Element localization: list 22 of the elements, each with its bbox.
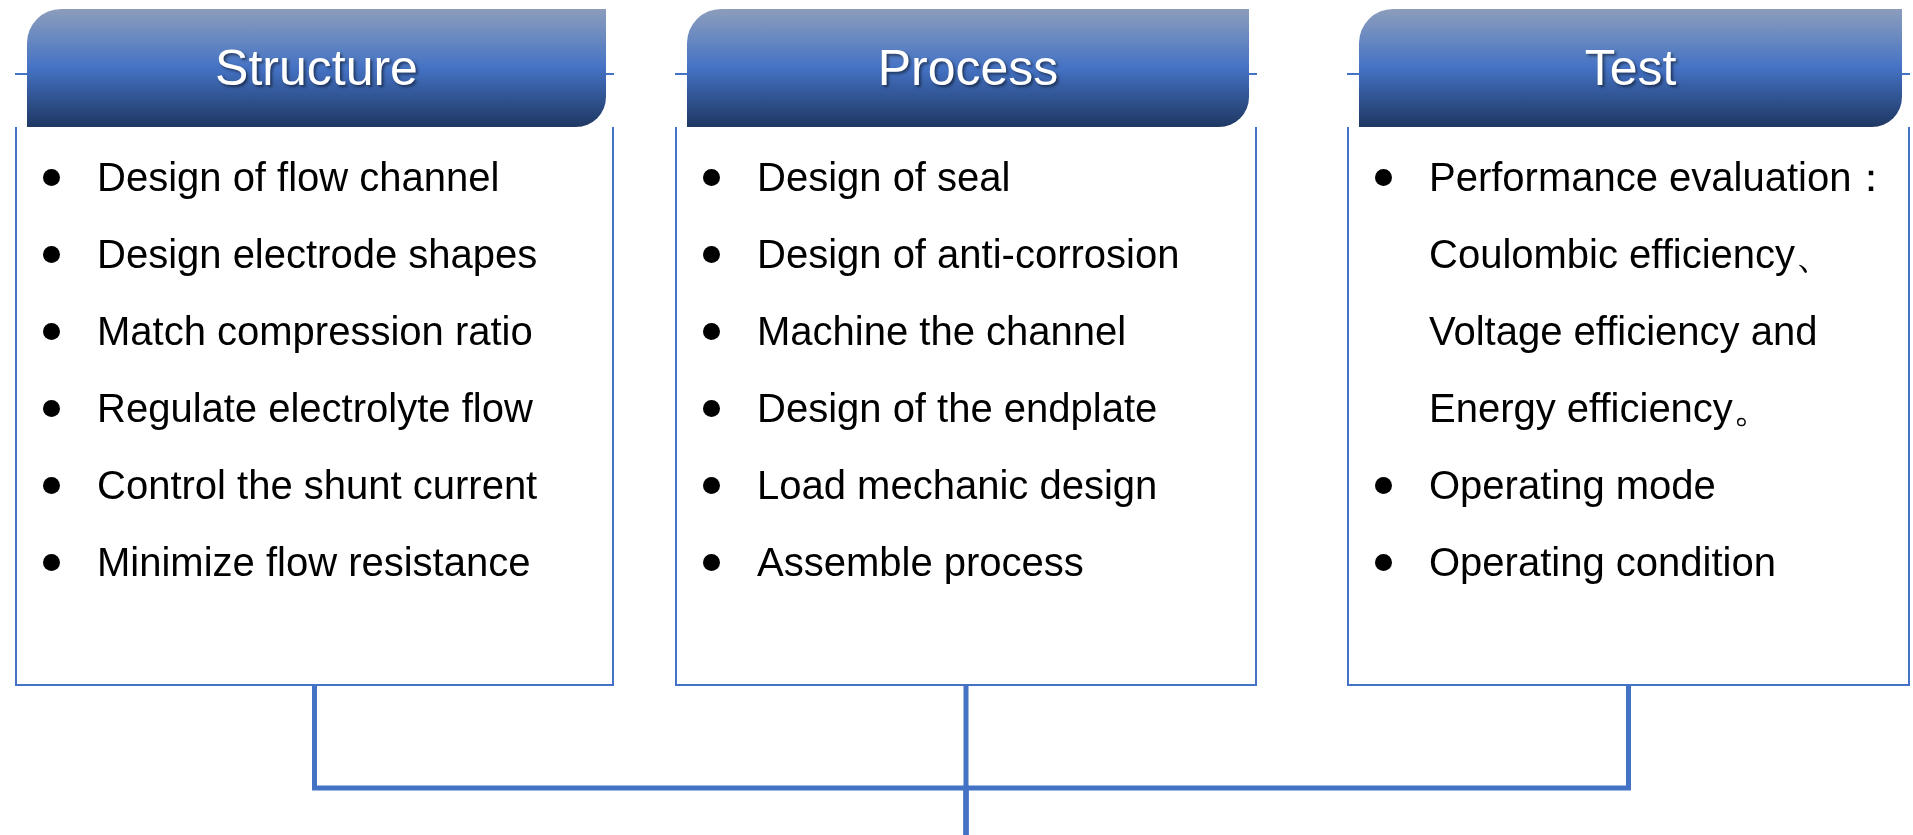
header-title: Structure [215, 38, 418, 98]
list-item: Design of anti-corrosion [757, 231, 1180, 278]
list-item: Regulate electrolyte flow [97, 385, 533, 432]
list-item: Performance evaluation：Coulombic efficiency、Voltage efficiency and Energy efficiency。 [1429, 154, 1893, 432]
content-box [675, 127, 1257, 686]
list-item: Match compression ratio [97, 308, 533, 355]
list-item: Design of the endplate [757, 385, 1158, 432]
header-title: Process [877, 38, 1059, 98]
list-item: Operating mode [1429, 462, 1716, 509]
list-item: Design of seal [757, 154, 1011, 201]
list-item: Control the shunt current [97, 462, 538, 509]
list-item: Minimize flow resistance [97, 539, 531, 586]
list-item: Design of flow channel [97, 154, 500, 201]
list-item: Assemble process [757, 539, 1084, 586]
header-title: Test [1584, 38, 1677, 98]
list-item: Load mechanic design [757, 462, 1158, 509]
list-item: Design electrode shapes [97, 231, 538, 278]
connector-line [963, 686, 1631, 835]
list-item: Machine the channel [757, 308, 1127, 355]
content-box [15, 127, 614, 686]
content-box [1347, 127, 1910, 686]
list-item: Operating condition [1429, 539, 1776, 586]
